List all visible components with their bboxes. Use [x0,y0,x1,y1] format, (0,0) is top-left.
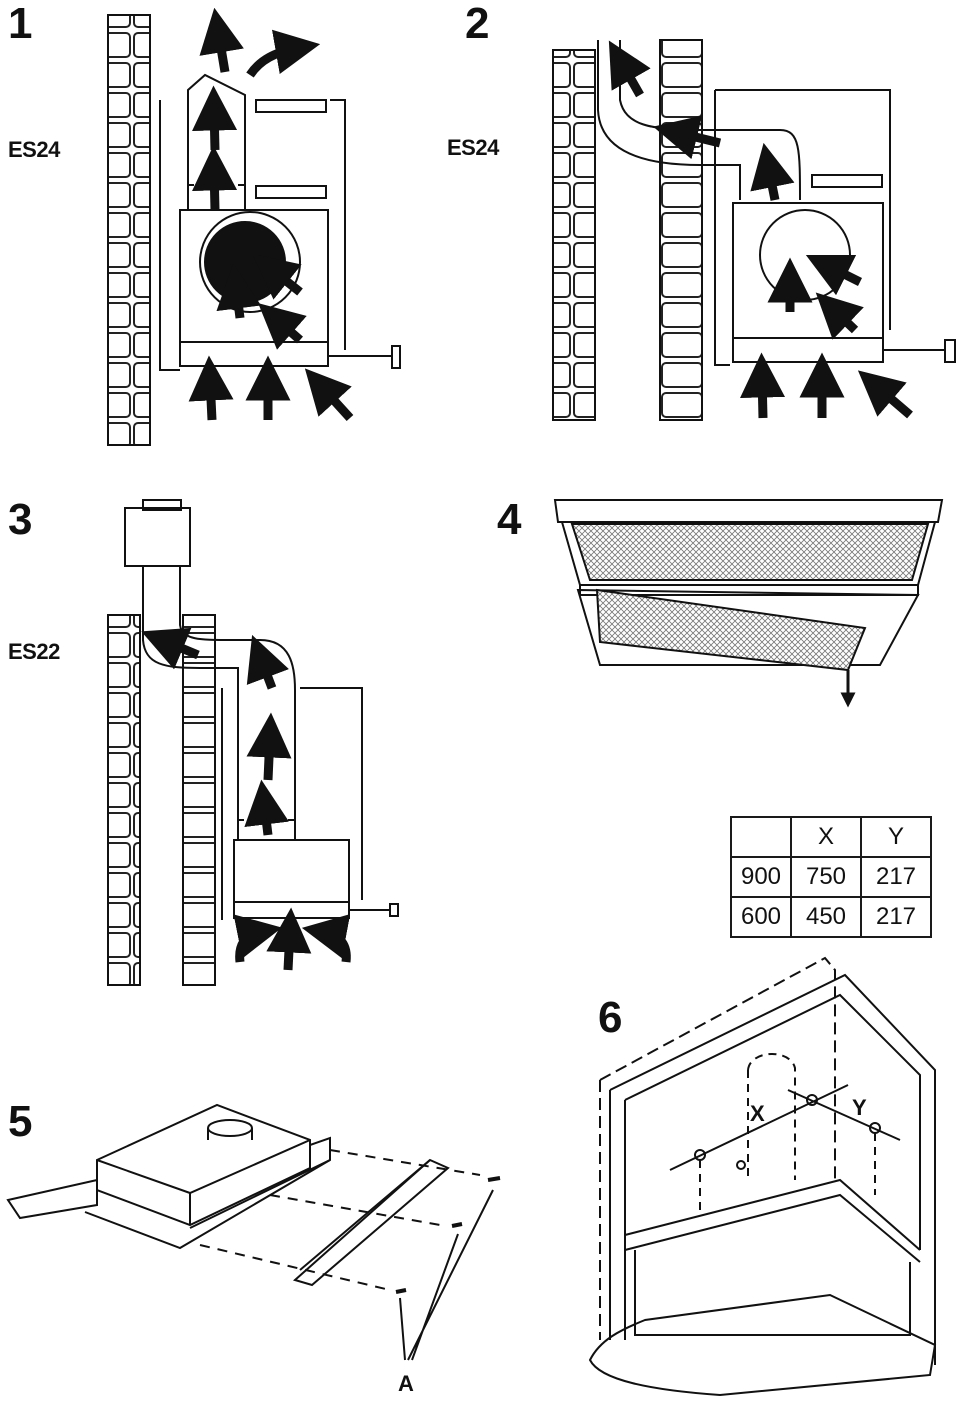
figure-number-1: 1 [8,0,33,48]
model-label-es24: ES24 [8,137,60,162]
fan-rotor [204,221,286,303]
model-label-es22: ES22 [8,639,60,664]
cabinet-shelf [255,99,327,113]
airflow-arrows [608,40,913,419]
hood-top-frame [553,499,944,523]
hood-tray [179,341,329,367]
table-cell: 217 [860,856,932,898]
hood-body [233,839,350,903]
brick-wall [659,39,703,421]
figure-5-illustration [6,1103,501,1361]
table-cell: 750 [790,856,862,898]
screw-icon [806,1094,818,1106]
table-row: 900 750 217 [730,856,932,898]
exhaust-duct [597,40,741,200]
table-row: 600 450 217 [730,896,932,938]
brick-wall [107,14,151,446]
figure-2-illustration [552,39,956,421]
figure-4-illustration [553,499,944,708]
figure-1-illustration [107,14,401,446]
table-cell: 450 [790,896,862,938]
fan-housing [759,209,851,301]
dimension-label-x: X [750,1101,765,1126]
table-cell: 900 [730,856,792,898]
hood-body [732,202,884,339]
model-label-es24: ES24 [447,135,499,160]
figure-3-illustration [107,499,399,986]
table-header-row: X Y [730,816,932,858]
screw-icon [395,1176,501,1294]
dimension-table: X Y 900 750 217 600 450 217 [730,816,932,938]
hood-visor [588,1293,937,1397]
exhaust-duct [187,73,246,210]
figure-number-2: 2 [465,0,490,48]
hood-tray [732,337,884,363]
grease-filter-fixed [570,523,930,581]
brick-wall [552,49,596,421]
figure-6-illustration [588,956,937,1397]
figure-number-3: 3 [8,495,33,544]
cabinet-shelf [811,174,883,188]
figure-number-4: 4 [497,495,522,544]
callout-lines [399,1189,494,1361]
mounting-rail [292,1158,450,1287]
hood-tray [233,901,350,919]
table-cell: 217 [860,896,932,938]
external-fan-unit [124,507,191,567]
cabinet-shelf [255,185,327,199]
cabinet-frame [609,973,936,1365]
airflow-arrows [141,627,351,971]
screw-icon [736,1160,746,1170]
dimension-label-y: Y [852,1095,867,1120]
airflow-arrows [188,7,354,422]
figure-number-5: 5 [8,1097,33,1146]
table-header-cell: X [790,816,862,858]
brick-wall [107,614,141,986]
callout-label-a: A [398,1371,414,1396]
table-cell: 600 [730,896,792,938]
duct-collar [207,1119,253,1137]
grease-filter-removed [595,588,867,672]
brick-wall [182,614,216,986]
table-header-cell [730,816,792,858]
table-header-cell: Y [860,816,932,858]
figure-number-6: 6 [598,993,623,1042]
